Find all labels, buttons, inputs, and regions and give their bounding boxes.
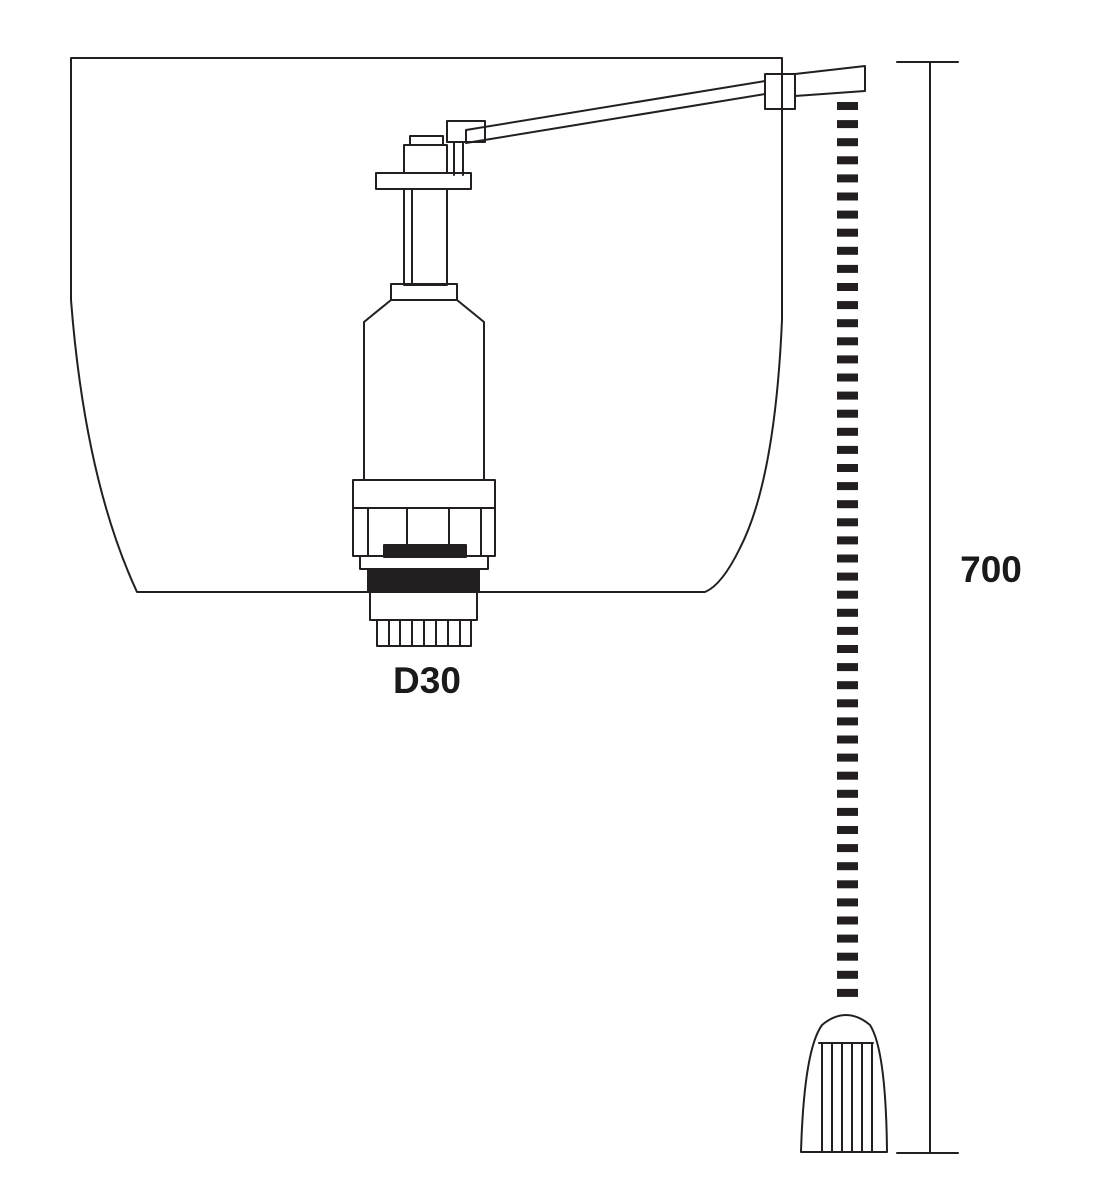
chain-link: [837, 753, 858, 762]
chain-link: [837, 445, 858, 454]
chain-link: [837, 626, 858, 635]
chain-link: [837, 174, 858, 183]
chain-link: [837, 934, 858, 943]
chain-link: [837, 699, 858, 708]
chain-link: [837, 608, 858, 617]
valve-housing: [363, 299, 485, 481]
lever-pivot-block: [764, 73, 796, 110]
pull-chain: [837, 102, 858, 997]
chain-link: [837, 844, 858, 853]
valve-lock-nut: [367, 569, 480, 593]
chain-link: [837, 554, 858, 563]
chain-link: [837, 771, 858, 780]
chain-link: [837, 807, 858, 816]
chain-link: [837, 210, 858, 219]
chain-link: [837, 373, 858, 382]
chain-link: [837, 916, 858, 925]
chain-link: [837, 988, 858, 997]
chain-link: [837, 319, 858, 328]
chain-link: [837, 789, 858, 798]
chain-link: [837, 970, 858, 979]
chain-link: [837, 283, 858, 291]
chain-link: [837, 898, 858, 907]
chain-link: [837, 645, 858, 653]
chain-link: [837, 500, 858, 509]
chain-link: [837, 482, 858, 491]
chain-link: [837, 681, 858, 690]
lever-crank: [446, 120, 486, 143]
outlet-size-label: D30: [393, 660, 461, 701]
valve-stem: [403, 188, 448, 286]
cistern-body: [70, 57, 783, 593]
chain-link: [837, 192, 858, 201]
chain-link: [837, 427, 858, 436]
chain-link: [837, 590, 858, 599]
valve-flange: [375, 172, 472, 190]
chain-link: [837, 337, 858, 346]
chain-link: [837, 826, 858, 834]
chain-link: [837, 735, 858, 744]
chain-link: [837, 102, 858, 110]
height-dimension-label: 700: [960, 549, 1022, 590]
chain-link: [837, 355, 858, 364]
chain-link: [837, 138, 858, 147]
outlet-connector: [369, 591, 478, 647]
chain-link: [837, 228, 858, 237]
chain-link: [837, 464, 858, 472]
chain-link: [837, 301, 858, 310]
pull-handle: [800, 1014, 888, 1153]
chain-link: [837, 518, 858, 527]
height-dimension: [896, 61, 959, 1154]
lever-arm: [446, 65, 866, 176]
chain-link: [837, 391, 858, 400]
chain-link: [837, 536, 858, 545]
chain-link: [837, 156, 858, 165]
chain-link: [837, 264, 858, 273]
chain-link: [837, 880, 858, 889]
chain-link: [837, 120, 858, 129]
chain-link: [837, 862, 858, 871]
chain-link: [837, 409, 858, 418]
chain-link: [837, 663, 858, 672]
chain-link: [837, 246, 858, 255]
flush-valve: [352, 135, 496, 593]
chain-link: [837, 952, 858, 961]
chain-link: [837, 572, 858, 581]
chain-link: [837, 717, 858, 726]
